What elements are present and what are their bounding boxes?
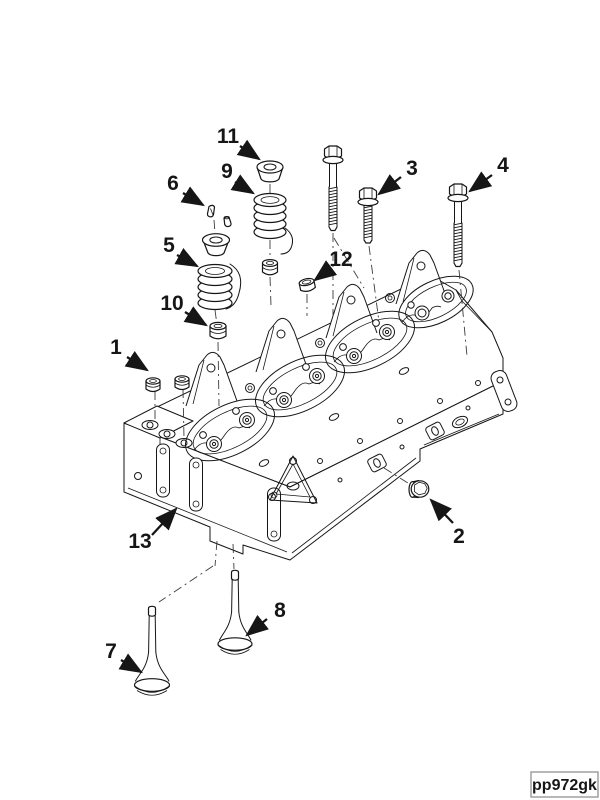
callout-9: 9 [221, 160, 255, 195]
tappet-cup [298, 277, 316, 292]
callout-10-label: 10 [160, 292, 183, 315]
callout-13-label: 13 [128, 530, 151, 553]
valve-spring-retainer-upper [256, 160, 284, 183]
callout-4: 4 [468, 154, 509, 193]
callout-8: 8 [245, 599, 286, 637]
callout-12: 12 [313, 248, 353, 282]
callout-12-label: 12 [329, 248, 352, 271]
valve-stem-caps [145, 375, 190, 393]
capscrew-short [357, 187, 379, 244]
callout-13: 13 [128, 507, 178, 553]
valve-keepers [206, 204, 232, 228]
callout-6: 6 [167, 172, 205, 207]
head-front-details [156, 405, 471, 542]
callout-5-label: 5 [163, 234, 175, 257]
callouts: 1 2 3 4 5 6 7 8 [105, 125, 509, 674]
callout-9-label: 9 [221, 160, 233, 183]
head-gasket-rails [184, 275, 481, 467]
callout-2: 2 [429, 498, 465, 548]
installed-valve-bosses [199, 289, 455, 452]
head-right-lug [490, 370, 518, 412]
callout-8-label: 8 [274, 599, 286, 622]
valve-spring-retainer-lower [201, 233, 231, 257]
drawing-code-box: pp972gk [530, 771, 599, 798]
head-left-end [123, 405, 194, 480]
drawing-code-text: pp972gk [532, 777, 597, 794]
cylinder-head [123, 249, 518, 561]
callout-5: 5 [163, 234, 200, 268]
capscrew-long [447, 183, 469, 268]
valve-spring-upper [253, 192, 293, 255]
callout-7-label: 7 [105, 640, 117, 663]
drawing-code-border [530, 771, 599, 798]
callout-2-label: 2 [453, 525, 465, 548]
valve-left [133, 605, 171, 696]
callout-11-label: 11 [217, 125, 240, 148]
callout-1-label: 1 [110, 336, 122, 359]
callout-3: 3 [377, 157, 418, 196]
callout-6-label: 6 [167, 172, 179, 195]
valve-spring-lower [197, 263, 242, 311]
callout-11: 11 [217, 125, 261, 161]
valve-stem-seal [209, 321, 227, 340]
callout-10: 10 [160, 292, 208, 327]
capscrew-unlabeled [322, 145, 344, 232]
leader-lines [154, 184, 468, 603]
callout-4-label: 4 [497, 154, 509, 177]
valve-right [217, 569, 253, 655]
callout-3-label: 3 [406, 157, 418, 180]
hex-plug [408, 479, 430, 499]
callout-1: 1 [110, 336, 149, 372]
callout-7: 7 [105, 640, 143, 674]
valve-stem-seal-mid [261, 259, 279, 276]
